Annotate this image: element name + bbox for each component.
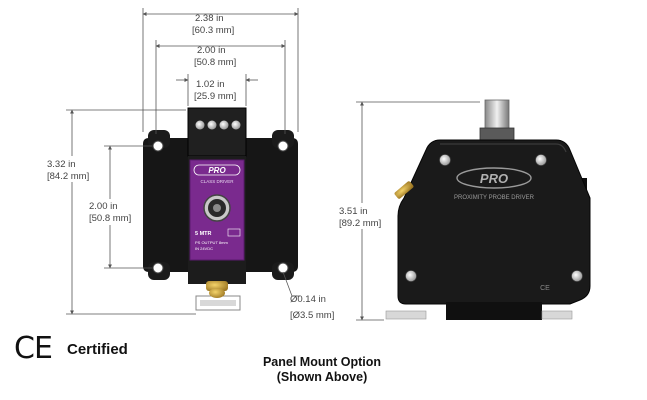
side-logo-oval (456, 167, 532, 189)
dim-overall-height-mm: [84.2 mm] (47, 171, 89, 182)
side-view: PRO PROXIMITY PROBE DRIVER CE (385, 99, 591, 320)
dim-side-height-mm: [89.2 mm] (339, 218, 381, 229)
terminal-screw-3 (219, 120, 229, 130)
dimension-hole-diameter: Ø0.14 in [Ø3.5 mm] (282, 271, 334, 321)
dim-module-width-mm: [25.9 mm] (194, 91, 236, 102)
side-label-subtitle: PROXIMITY PROBE DRIVER (454, 195, 535, 201)
dimension-overall-height: 3.32 in [84.2 mm] (42, 109, 196, 315)
front-label-subtitle: CLASS DRIVER (200, 179, 234, 184)
terminal-screw-2 (207, 120, 217, 130)
dim-mount-spacing-in: 2.00 in (197, 45, 226, 56)
housing-screw-bottom-left (405, 270, 417, 282)
caption-line-2: (Shown Above) (276, 370, 368, 384)
terminal-block (187, 107, 247, 157)
mounting-hole-bottom-left (152, 262, 164, 274)
terminal-screw-4 (231, 120, 241, 130)
dim-hole-diameter-in: Ø0.14 in (290, 294, 326, 305)
housing-screw-bottom-right (571, 270, 583, 282)
mounting-hole-top-left (152, 140, 164, 152)
dim-mount-height-in: 2.00 in (89, 201, 118, 212)
mounting-hole-bottom-right (277, 262, 289, 274)
side-brass-fitting (394, 181, 414, 199)
side-brand-logo: PRO (480, 171, 508, 186)
dim-module-width-in: 1.02 in (196, 79, 225, 90)
dim-mount-height-mm: [50.8 mm] (89, 213, 131, 224)
front-view: PRO CLASS DRIVER 5 MTR PS OUTPUT 8mm IN … (143, 107, 298, 311)
front-model-line-3: IN 24VDC (195, 246, 213, 251)
certified-label: Certified (67, 341, 128, 358)
mounting-hole-top-right (277, 140, 289, 152)
brass-fitting (206, 281, 228, 291)
dim-overall-height-in: 3.32 in (47, 159, 76, 170)
front-model-line-1: 5 MTR (195, 231, 212, 237)
dimension-overall-width: 2.38 in [60.3 mm] (142, 8, 299, 132)
housing-screw-top-right (535, 154, 547, 166)
terminal-screw-1 (195, 120, 205, 130)
dim-side-height-in: 3.51 in (339, 206, 368, 217)
dimension-side-height: 3.51 in [89.2 mm] (334, 101, 480, 321)
side-base-plate (446, 302, 542, 320)
dimension-module-width: 1.02 in [25.9 mm] (176, 74, 258, 106)
ce-certification-mark: CE (14, 331, 53, 366)
front-model-line-2: PS OUTPUT 8mm (195, 240, 228, 245)
front-brand-logo: PRO (208, 166, 226, 175)
caption-line-1: Panel Mount Option (262, 355, 382, 369)
side-housing (397, 139, 591, 305)
housing-screw-top-left (439, 154, 451, 166)
panel-mount-caption: Panel Mount Option (Shown Above) (232, 355, 412, 385)
dim-overall-width-mm: [60.3 mm] (192, 25, 234, 36)
dimension-mount-spacing: 2.00 in [50.8 mm] (155, 40, 286, 134)
dimension-mount-height: 2.00 in [50.8 mm] (86, 145, 152, 269)
dim-hole-diameter-mm: [Ø3.5 mm] (290, 310, 334, 321)
dim-overall-width-in: 2.38 in (195, 13, 224, 24)
dim-mount-spacing-mm: [50.8 mm] (194, 57, 236, 68)
side-ce-mark: CE (540, 285, 550, 292)
